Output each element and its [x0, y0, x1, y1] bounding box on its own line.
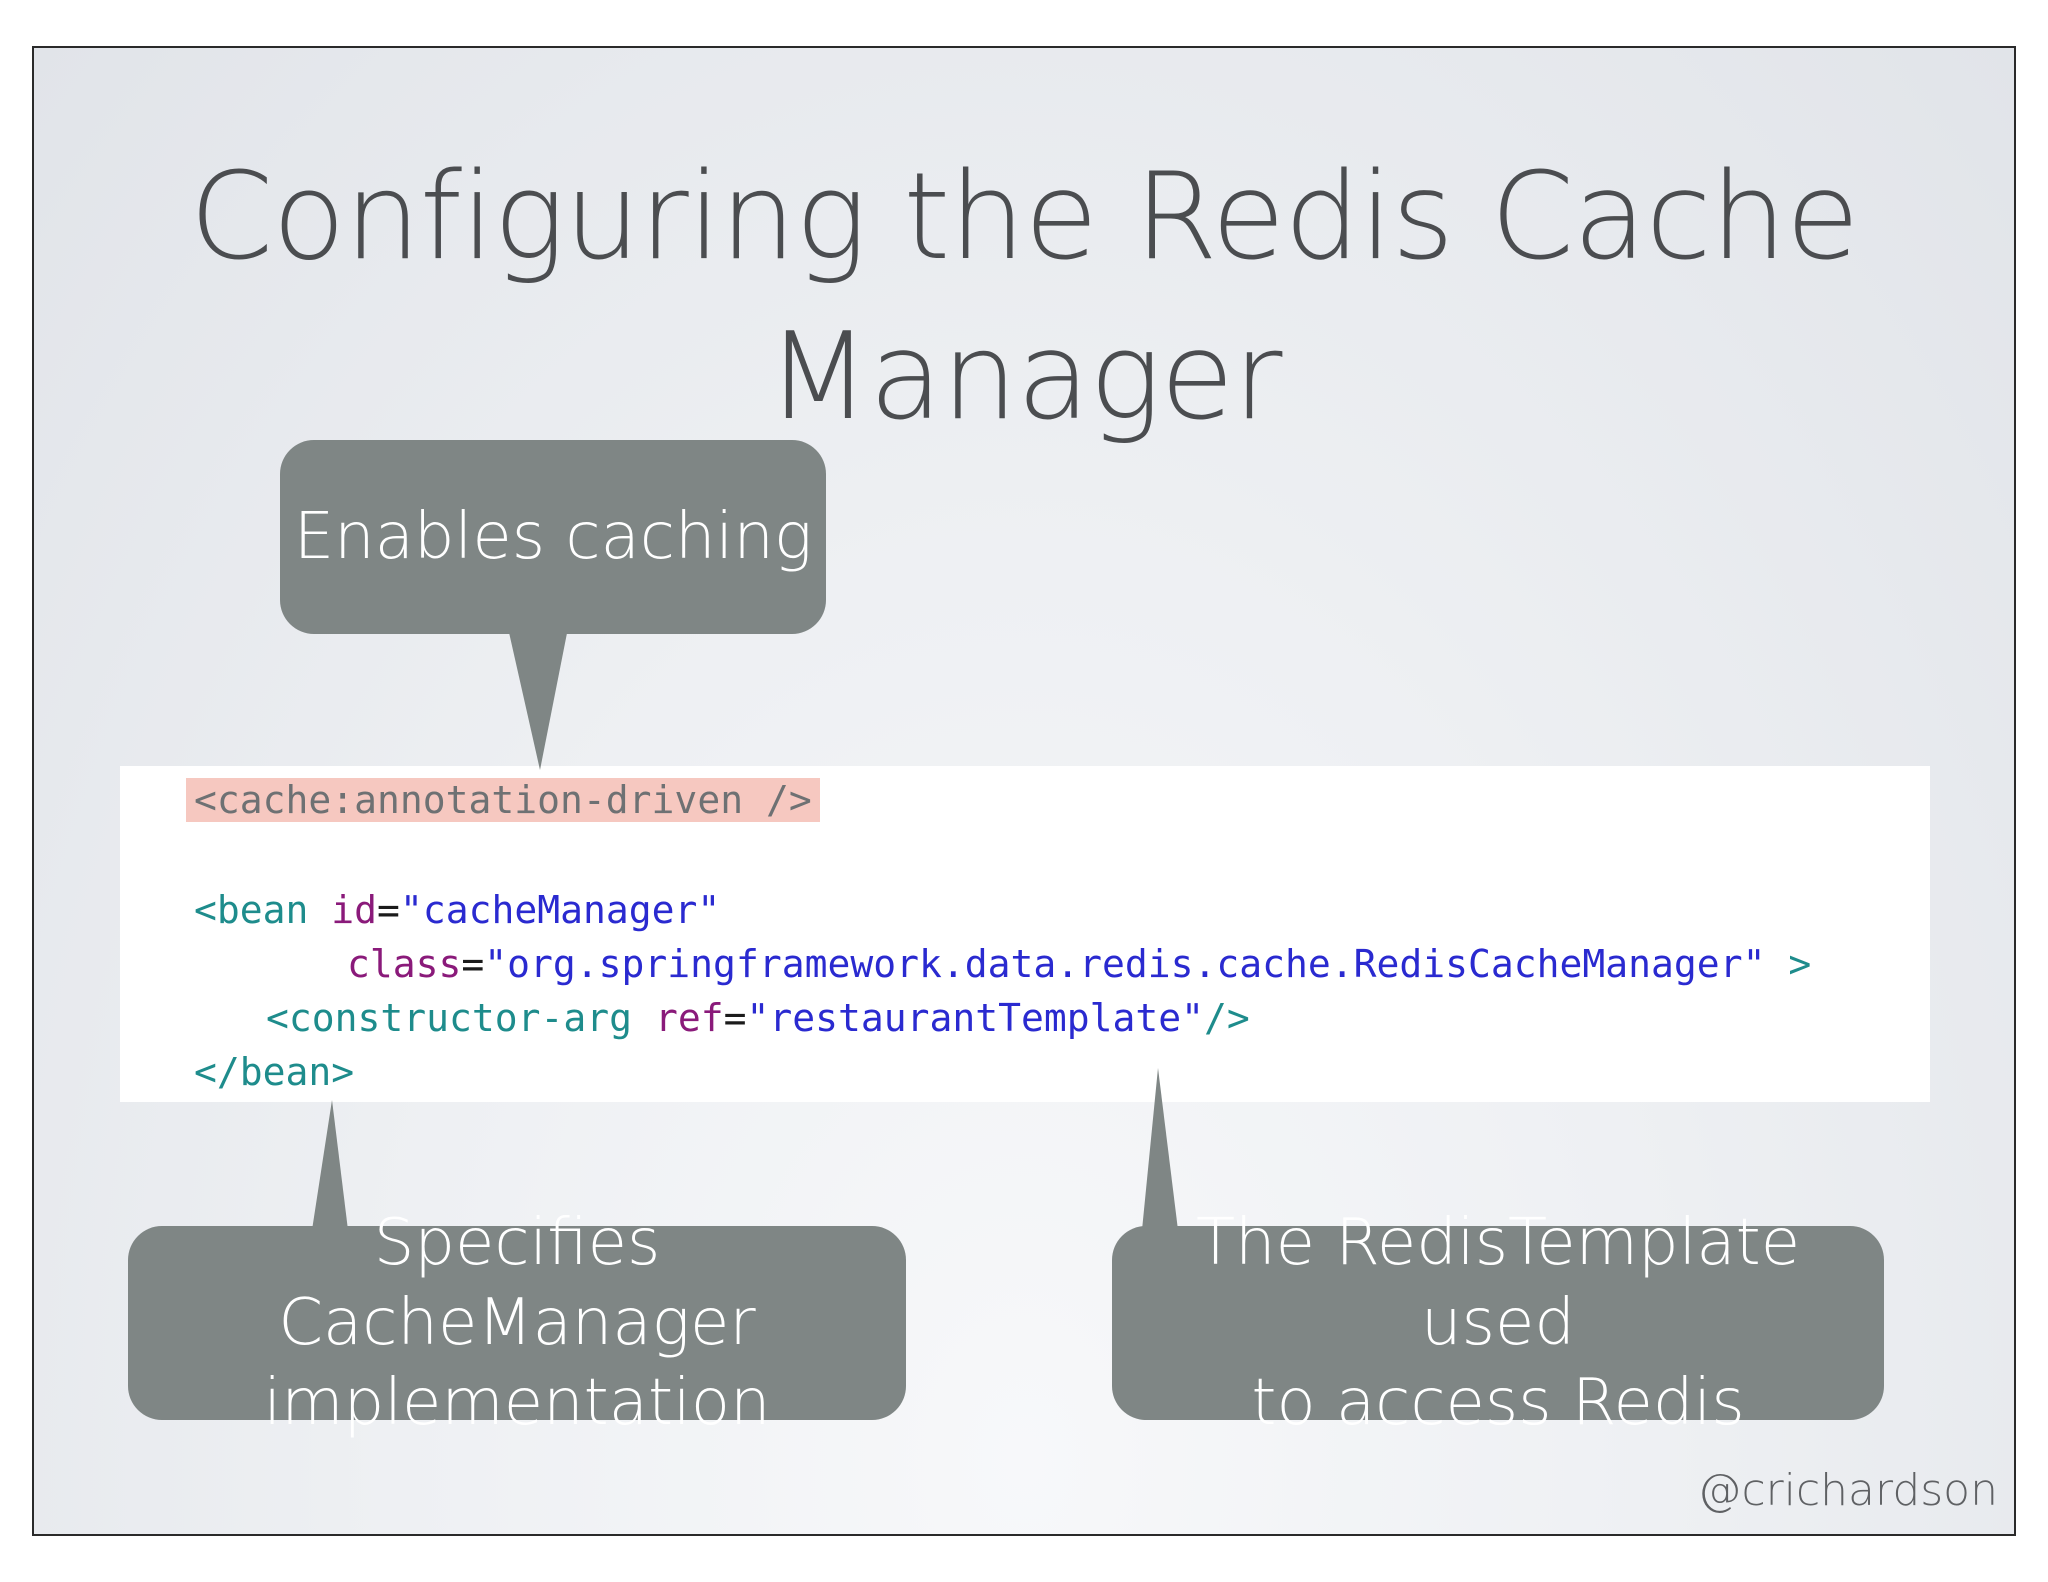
code-tag: >	[1765, 942, 1812, 986]
code-attr: class	[347, 942, 462, 986]
slide: Configuring the Redis Cache Manager <cac…	[32, 46, 2016, 1536]
code-block: <cache:annotation-driven /> <bean id="ca…	[120, 766, 1930, 1102]
code-tag: <constructor-arg	[266, 996, 655, 1040]
code-eq: =	[723, 996, 747, 1040]
highlighted-code: <cache:annotation-driven />	[186, 778, 820, 822]
code-tag: </bean>	[194, 1050, 355, 1094]
callout-text-line-1: The RedisTemplate used	[1195, 1206, 1801, 1360]
slide-title: Configuring the Redis Cache Manager	[34, 138, 2014, 458]
callout-cache-manager: Specifies CacheManager implementation	[128, 1206, 906, 1440]
code-line-constructor-arg: <constructor-arg ref="restaurantTemplate…	[266, 992, 1250, 1044]
code-tag: <bean	[194, 888, 332, 932]
code-eq: =	[461, 942, 485, 986]
callout-text: Enables caching	[293, 500, 813, 574]
code-attr: id	[331, 888, 378, 932]
code-eq: =	[377, 888, 400, 932]
code-string: "cacheManager"	[399, 888, 721, 932]
callout-text-line-2: implementation	[263, 1366, 771, 1440]
callout-text-line-2: to access Redis	[1251, 1366, 1745, 1440]
callout-redis-template: The RedisTemplate used to access Redis	[1112, 1206, 1884, 1440]
title-line-1: Configuring the Redis Cache	[189, 148, 1859, 287]
code-line-cache-annotation: <cache:annotation-driven />	[186, 774, 820, 826]
title-line-2: Manager	[766, 308, 1283, 447]
code-string: "restaurantTemplate"	[746, 996, 1205, 1040]
code-line-class: class="org.springframework.data.redis.ca…	[347, 938, 1811, 990]
code-attr: ref	[654, 996, 724, 1040]
callout-enables-caching: Enables caching	[280, 440, 826, 634]
code-line-bean-close: </bean>	[194, 1046, 354, 1098]
code-tag: />	[1204, 996, 1250, 1040]
callout-text-line-1: Specifies CacheManager	[278, 1206, 756, 1360]
code-line-bean-open: <bean id="cacheManager"	[194, 884, 720, 936]
code-string: "org.springframework.data.redis.cache.Re…	[484, 942, 1766, 986]
pointer-enables-caching	[508, 628, 568, 770]
author-handle: @crichardson	[1697, 1465, 1998, 1516]
